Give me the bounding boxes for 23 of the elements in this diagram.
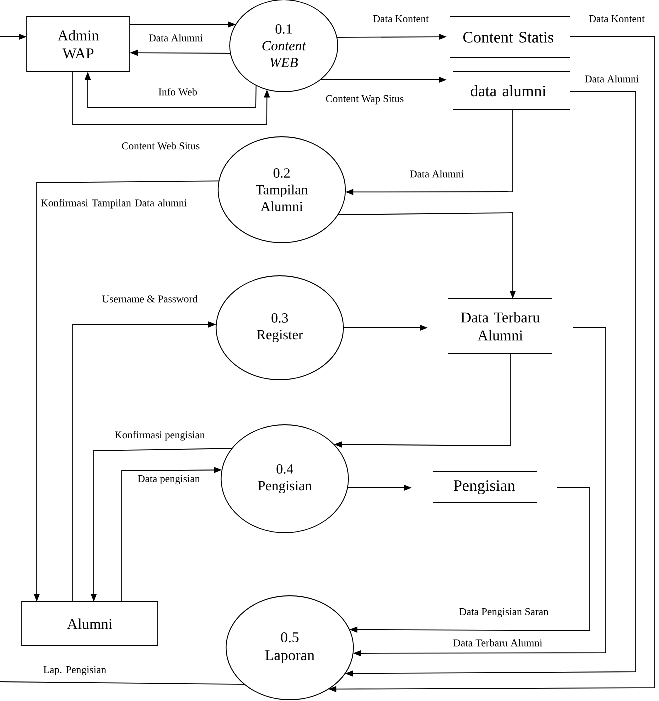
edge-label: Content Web Situs <box>120 141 202 151</box>
entity-box: Alumni <box>22 602 158 646</box>
edge-label: Konfirmasi pengisian <box>114 430 206 442</box>
edge-label: Data Kontent <box>588 14 646 24</box>
edge-label: Content Wap Situs <box>324 94 406 106</box>
edge-label: Info Web <box>158 87 198 97</box>
edge-label: Lap. Pengisian <box>42 665 108 677</box>
entity-box: Admin WAP <box>26 16 130 72</box>
edge-label: Data Alumni <box>584 74 640 84</box>
data-store: Data Terbaru Alumni <box>448 298 552 354</box>
data-store: Content Statis <box>450 16 570 58</box>
edge-label: Username & Password <box>101 294 199 304</box>
edge-label: Data pengisian <box>136 474 202 486</box>
data-store: Pengisian <box>432 472 538 504</box>
edge-label: Data Kontent <box>372 14 430 24</box>
edge-label: Data Alumni <box>408 169 466 179</box>
arrow <box>72 72 270 126</box>
data-store: data alumni <box>452 72 570 110</box>
edge-label: Konfirmasi Tampilan Data alumni <box>38 198 190 210</box>
flow-line <box>0 682 246 686</box>
edge-label: Data Terbaru Alumni <box>452 638 544 648</box>
edge-label: Data Alumni <box>148 33 204 43</box>
edge-label: Data Pengisian Saran <box>458 607 550 619</box>
